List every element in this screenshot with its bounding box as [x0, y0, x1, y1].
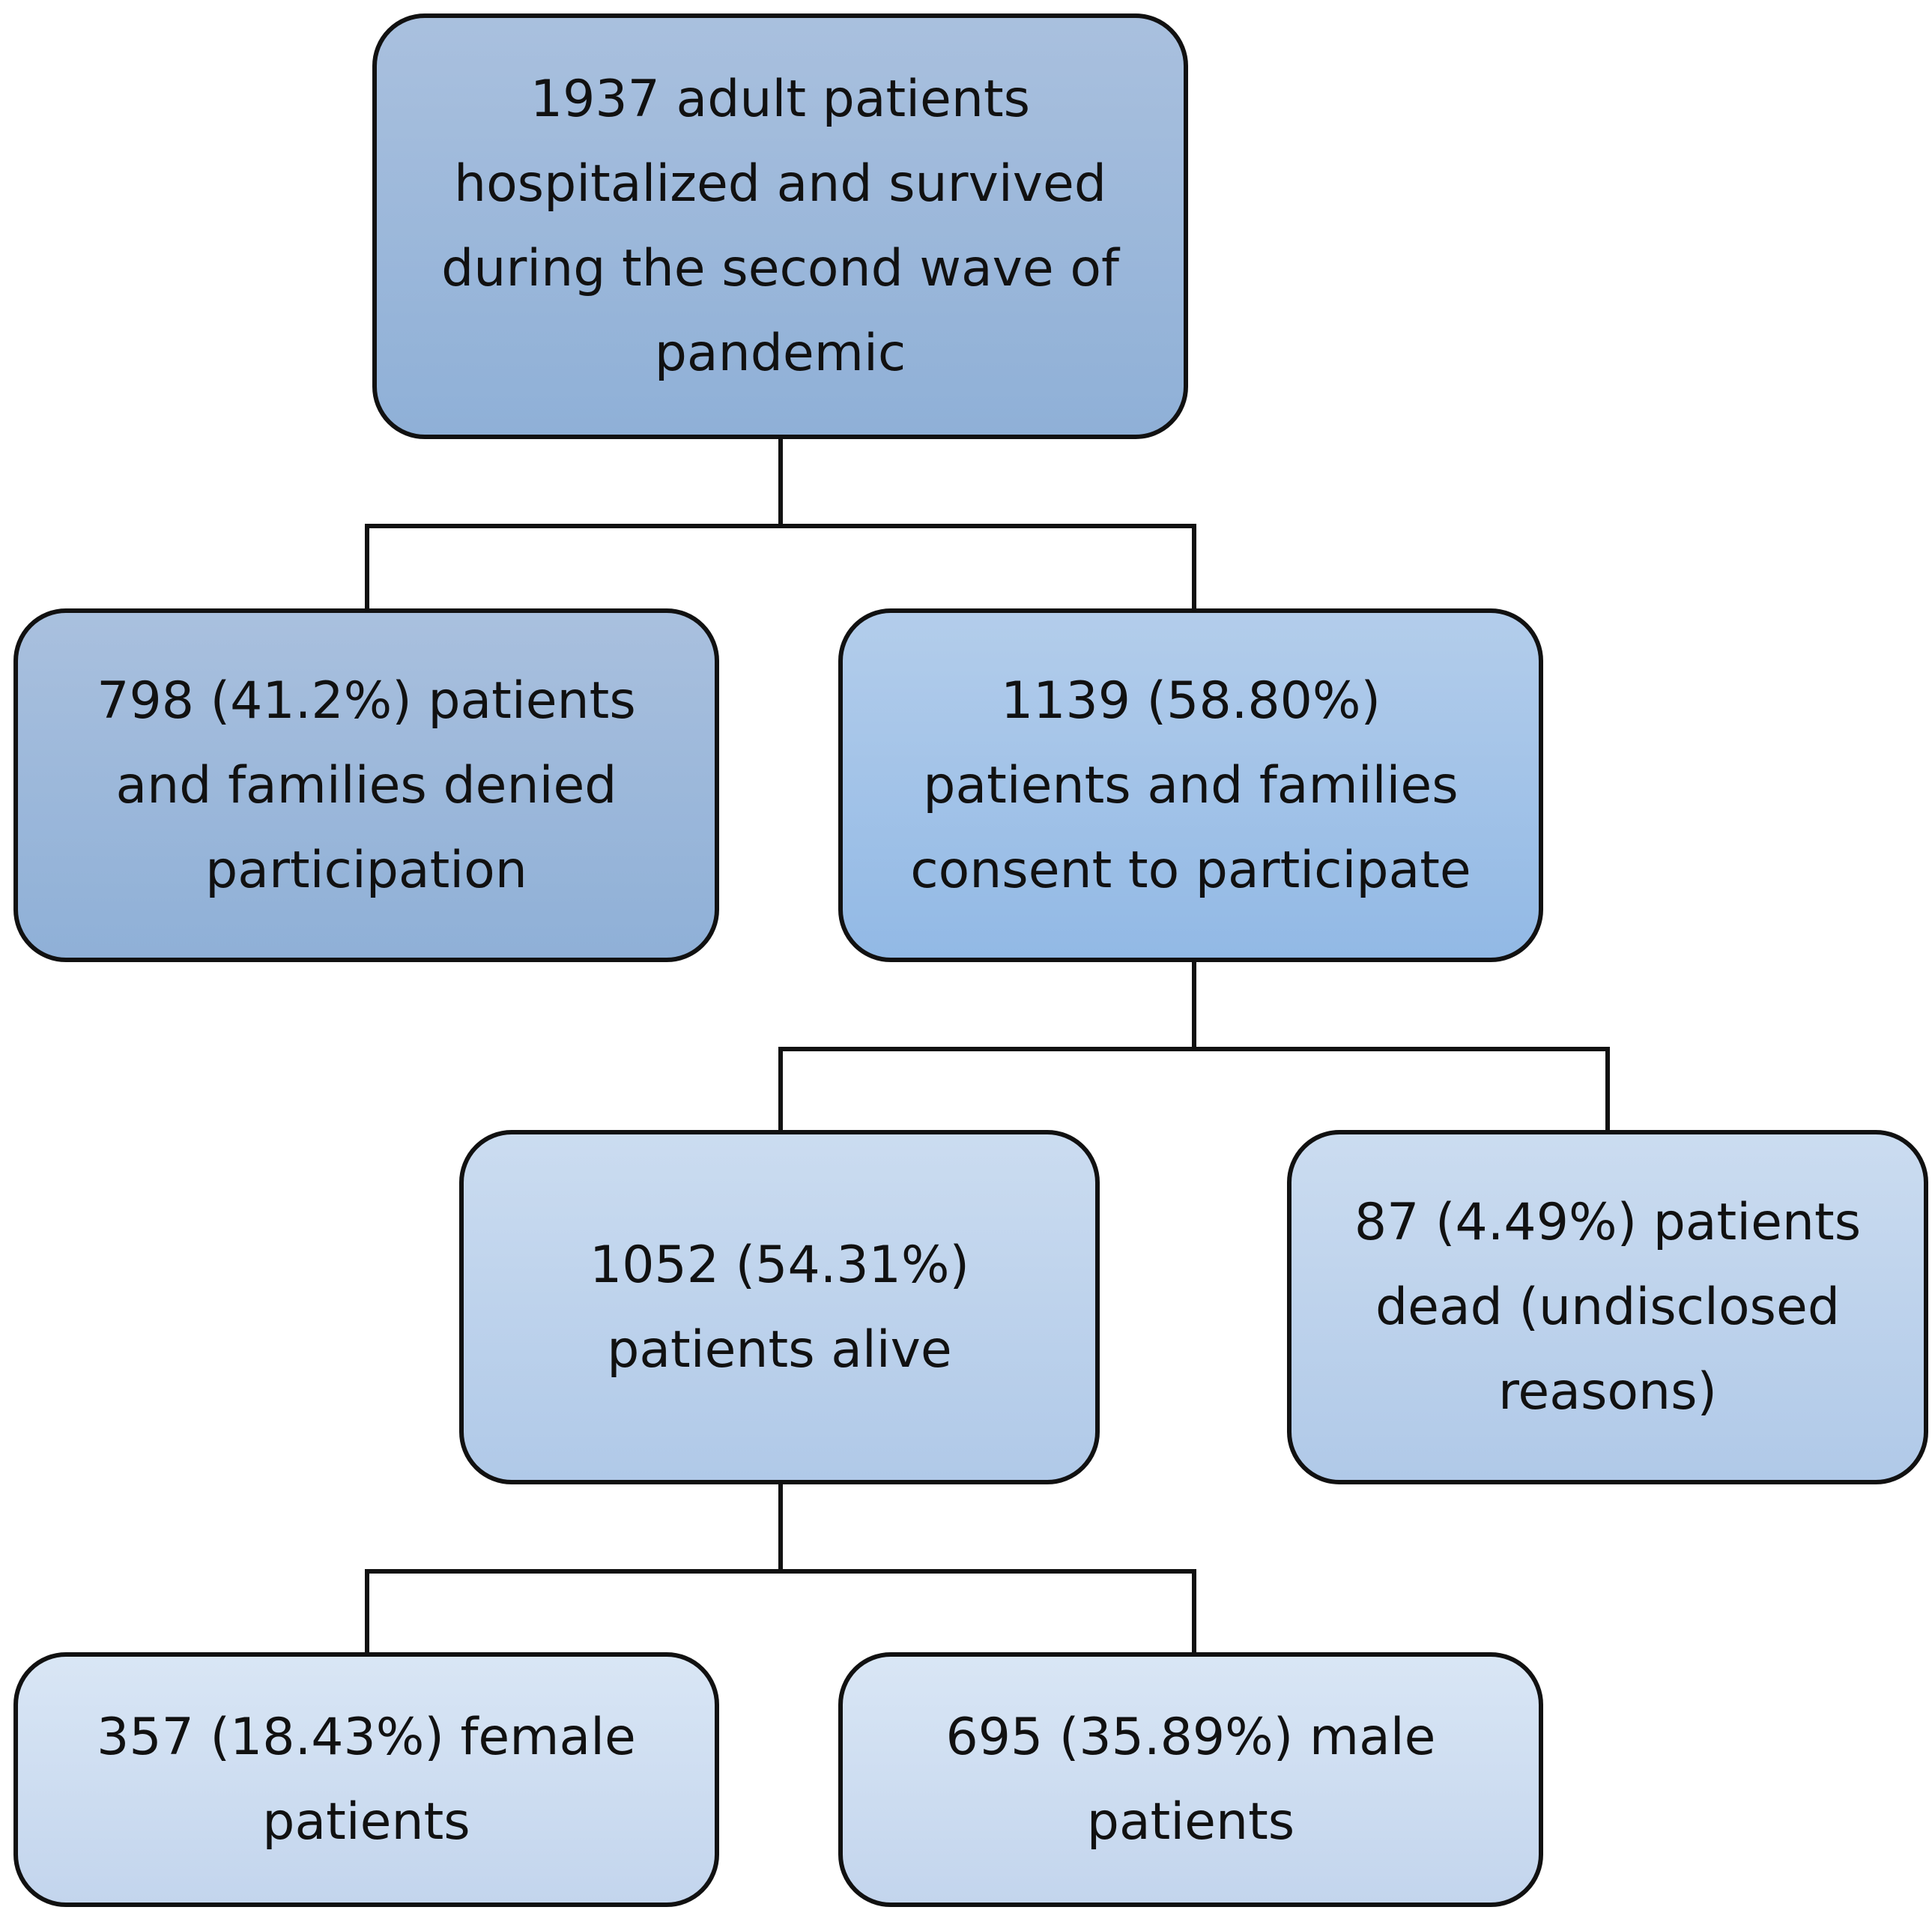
line: 87 (4.49%) patients	[1354, 1193, 1862, 1252]
box-total-patients-text: 1937 adult patients hospitalized and sur…	[441, 57, 1119, 396]
box-patients-alive: 1052 (54.31%) patients alive	[459, 1130, 1100, 1484]
line: patients alive	[607, 1320, 952, 1379]
line: 695 (35.89%) male	[945, 1708, 1436, 1767]
line: dead (undisclosed	[1375, 1278, 1840, 1337]
line: consent to participate	[910, 840, 1471, 900]
connector-alive-to-female	[365, 1484, 783, 1652]
box-male-patients: 695 (35.89%) male patients	[838, 1652, 1543, 1907]
line: patients	[262, 1792, 470, 1852]
line: 1139 (58.80%)	[1000, 671, 1381, 731]
line: participation	[205, 840, 527, 900]
line: 1937 adult patients	[530, 70, 1031, 129]
line: 798 (41.2%) patients	[97, 671, 636, 731]
box-denied-participation-text: 798 (41.2%) patients and families denied…	[97, 659, 636, 913]
connector-alive-to-male	[781, 1569, 1196, 1652]
connector-consent-to-dead	[1194, 1047, 1610, 1130]
box-male-patients-text: 695 (35.89%) male patients	[945, 1695, 1435, 1864]
connector-consent-to-alive	[778, 962, 1196, 1130]
box-female-patients-text: 357 (18.43%) female patients	[97, 1695, 636, 1864]
line: pandemic	[654, 324, 906, 383]
line: during the second wave of	[441, 239, 1119, 298]
connector-root-to-children	[365, 439, 783, 608]
line: patients	[1086, 1792, 1295, 1852]
box-consent-participate-text: 1139 (58.80%) patients and families cons…	[910, 659, 1471, 913]
line: reasons)	[1498, 1362, 1718, 1421]
connector-root-to-consent	[781, 524, 1196, 608]
box-patients-alive-text: 1052 (54.31%) patients alive	[590, 1223, 969, 1392]
box-total-patients: 1937 adult patients hospitalized and sur…	[372, 13, 1188, 439]
box-consent-participate: 1139 (58.80%) patients and families cons…	[838, 608, 1543, 962]
box-patients-dead-text: 87 (4.49%) patients dead (undisclosed re…	[1354, 1180, 1861, 1434]
line: hospitalized and survived	[453, 154, 1106, 214]
box-female-patients: 357 (18.43%) female patients	[13, 1652, 719, 1907]
line: patients and families	[923, 755, 1459, 815]
box-patients-dead: 87 (4.49%) patients dead (undisclosed re…	[1287, 1130, 1928, 1484]
line: and families denied	[115, 755, 617, 815]
line: 1052 (54.31%)	[589, 1235, 969, 1295]
box-denied-participation: 798 (41.2%) patients and families denied…	[13, 608, 719, 962]
line: 357 (18.43%) female	[97, 1708, 636, 1767]
